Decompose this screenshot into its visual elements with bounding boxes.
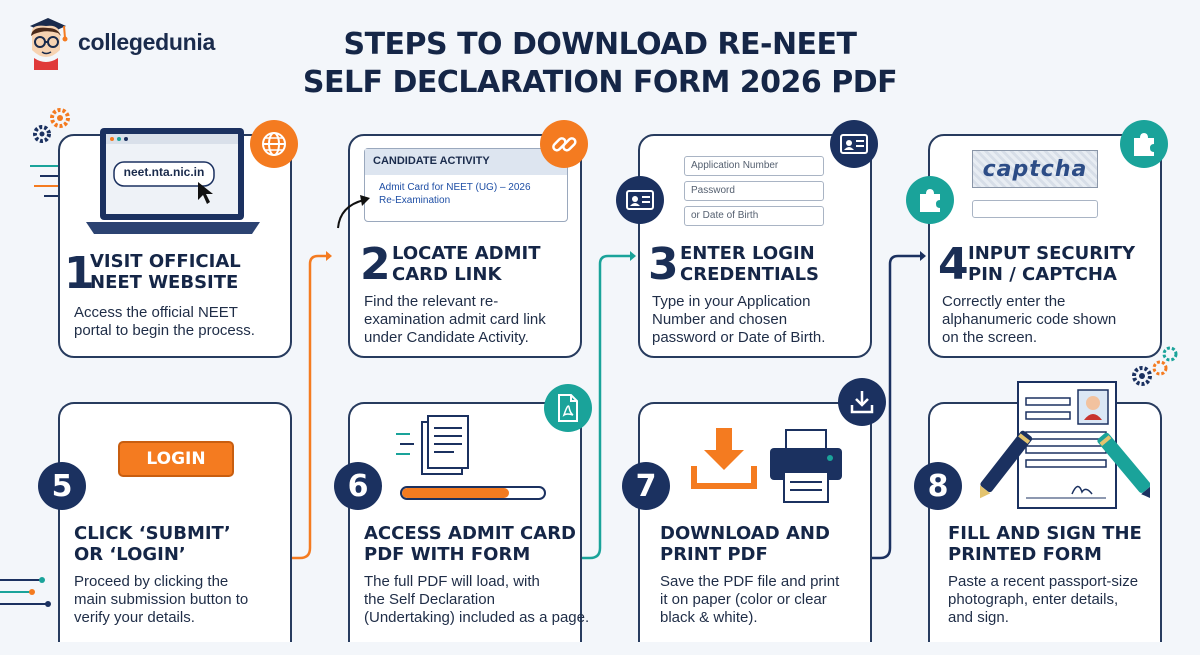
step-3-id-badge [616, 176, 664, 224]
step-3-number: 3 [648, 239, 679, 290]
signed-form-icon [980, 381, 1150, 509]
step-1-desc: Access the official NEET portal to begin… [74, 304, 255, 339]
loading-progress-fill [402, 488, 509, 498]
puzzle-icon [920, 189, 940, 212]
link-icon [552, 137, 577, 152]
step-4-number: 4 [938, 239, 969, 290]
loading-progress-bar [400, 486, 546, 500]
step-5-number: 5 [38, 462, 86, 510]
step-2-number: 2 [360, 239, 391, 290]
step-3-badge [830, 120, 878, 168]
title-line-2: SELF DECLARATION FORM 2026 PDF [302, 65, 898, 100]
website-url: neet.nta.nic.in [123, 165, 205, 179]
step-6-badge [544, 384, 592, 432]
connector-4-7 [872, 251, 926, 560]
candidate-activity-header: CANDIDATE ACTIVITY [365, 149, 567, 175]
step-3-title: ENTER LOGIN CREDENTIALS [680, 243, 820, 285]
mascot-icon [30, 18, 68, 70]
application-number-field[interactable]: Application Number [684, 156, 824, 176]
pdf-icon [558, 394, 578, 422]
step-4-puzzle-badge [906, 176, 954, 224]
step-7-desc: Save the PDF file and print it on paper … [660, 573, 840, 626]
dob-field[interactable]: or Date of Birth [684, 206, 824, 226]
puzzle-icon [1134, 133, 1154, 156]
step-6-title: ACCESS ADMIT CARD PDF WITH FORM [364, 523, 577, 565]
step-6-number: 6 [334, 462, 382, 510]
globe-icon [262, 132, 286, 156]
step-4-badge [1120, 120, 1168, 168]
connector-2-5 [292, 251, 332, 560]
candidate-activity-panel: CANDIDATE ACTIVITY Admit Card for NEET (… [364, 148, 568, 222]
step-7-badge [838, 378, 886, 426]
step-8-title: FILL AND SIGN THE PRINTED FORM [948, 523, 1142, 565]
step-5-desc: Proceed by clicking the main submission … [74, 573, 249, 626]
brand-logo: collegedunia [22, 14, 215, 70]
title-line-1: STEPS TO DOWNLOAD RE-NEET [343, 27, 857, 62]
page-title: STEPS TO DOWNLOAD RE-NEET SELF DECLARATI… [250, 26, 950, 102]
step-8-number: 8 [914, 462, 962, 510]
step-7-number: 7 [622, 462, 670, 510]
brand-name: collegedunia [78, 28, 215, 55]
document-icon [396, 415, 469, 475]
admit-card-link[interactable]: Admit Card for NEET (UG) – 2026 Re-Exami… [379, 182, 531, 206]
download-icon [850, 391, 874, 414]
step-4-desc: Correctly enter the alphanumeric code sh… [942, 293, 1117, 346]
step-2-desc: Find the relevant re- examination admit … [364, 293, 546, 346]
printer-icon [770, 429, 842, 503]
step-7-title: DOWNLOAD AND PRINT PDF [660, 523, 830, 565]
gears-icon-right [1132, 346, 1178, 386]
step-1-number: 1 [64, 248, 95, 299]
curved-arrow-icon [337, 195, 370, 229]
step-4-title: INPUT SECURITY PIN / CAPTCHA [968, 243, 1136, 285]
step-8-desc: Paste a recent passport-size photograph,… [948, 573, 1139, 626]
login-button[interactable]: LOGIN [118, 441, 234, 477]
captcha-image: captcha [972, 150, 1098, 188]
step-6-desc: The full PDF will load, with the Self De… [364, 573, 590, 626]
connector-3-6 [582, 251, 636, 560]
step-3-desc: Type in your Application Number and chos… [652, 293, 826, 346]
password-field[interactable]: Password [684, 181, 824, 201]
step-2-badge [540, 120, 588, 168]
step-1-badge [250, 120, 298, 168]
step-1-title: VISIT OFFICIAL NEET WEBSITE [90, 251, 241, 293]
step-5-title: CLICK ‘SUBMIT’ OR ‘LOGIN’ [74, 523, 231, 565]
step-2-title: LOCATE ADMIT CARD LINK [392, 243, 541, 285]
laptop-icon [86, 128, 260, 234]
id-card-icon [840, 134, 868, 154]
id-card-icon [626, 190, 654, 210]
circuit-lines-icon [0, 577, 51, 607]
step-7-card [638, 402, 872, 642]
captcha-input[interactable] [972, 200, 1098, 218]
download-arrow-icon [691, 428, 757, 489]
gears-icon [33, 108, 70, 143]
